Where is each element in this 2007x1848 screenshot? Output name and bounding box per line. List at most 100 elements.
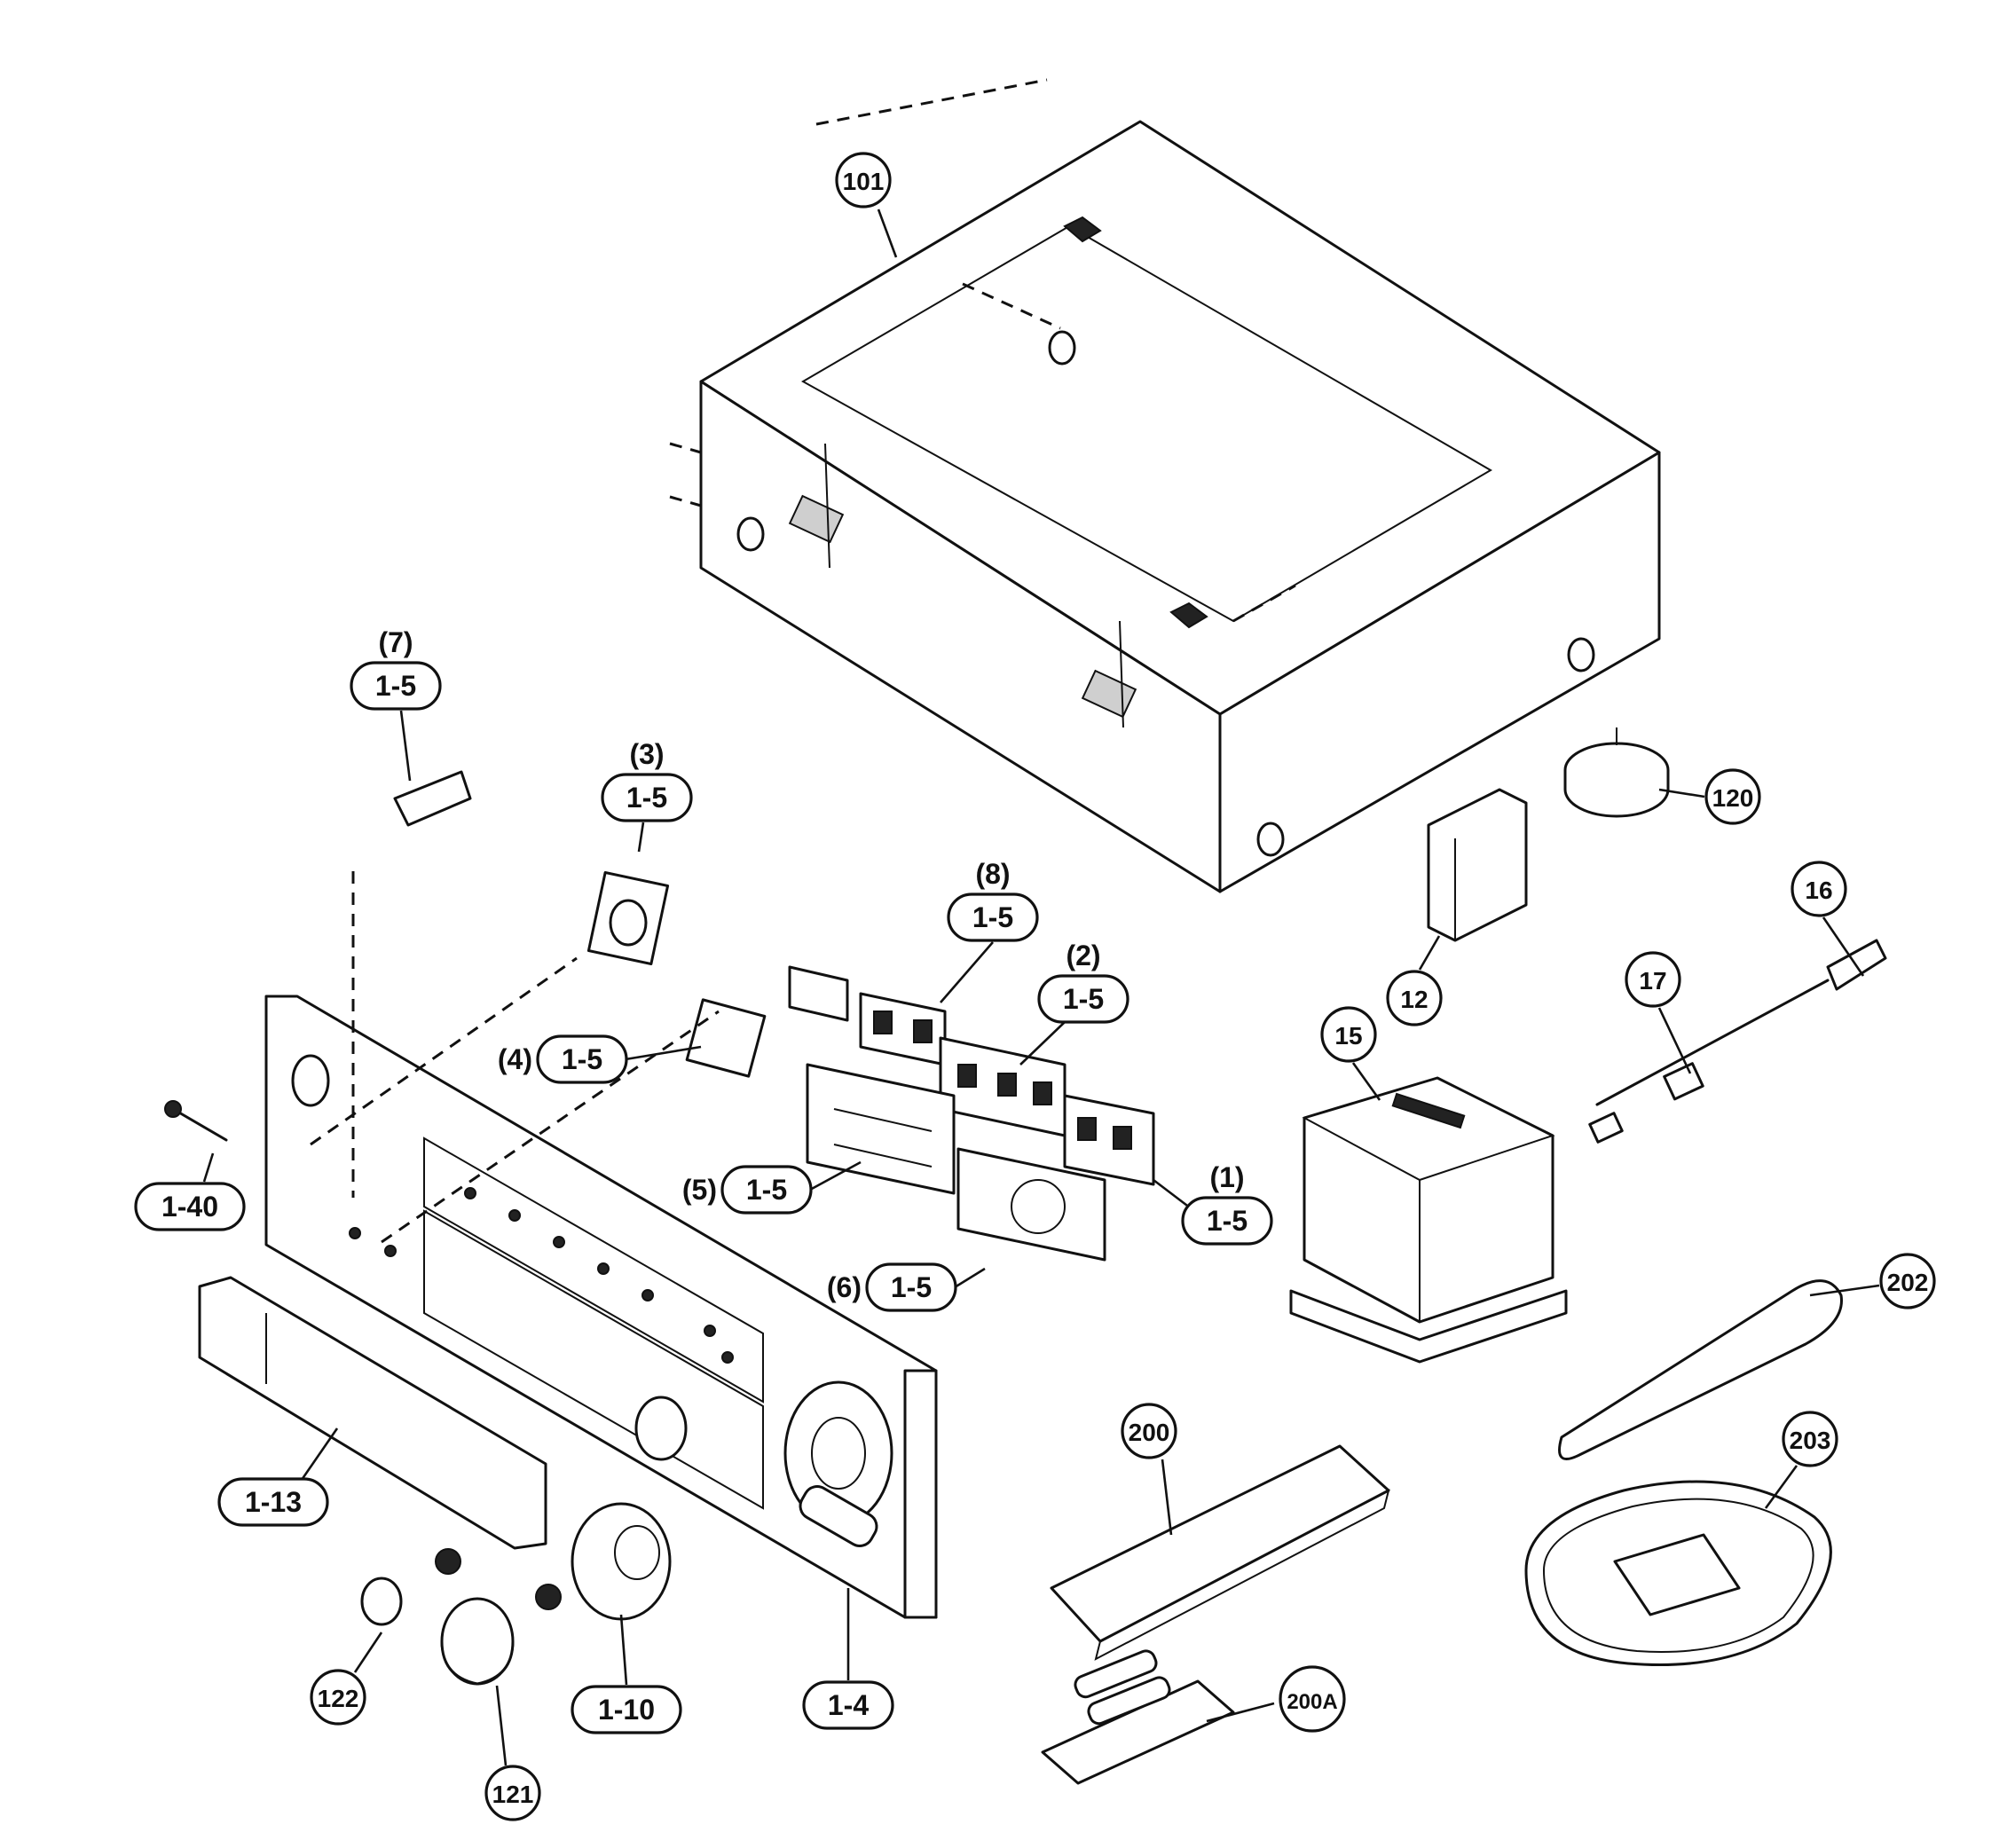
callout-c4: 1-5 (4)	[498, 1034, 628, 1084]
callout-label: 1-5	[375, 670, 416, 702]
callout-circle	[310, 1669, 366, 1726]
callout-label: 1-5	[562, 1043, 602, 1075]
pcb-part-3	[586, 870, 670, 966]
pcb-part-1	[1063, 1094, 1155, 1186]
callout-label: 1-5	[972, 901, 1013, 933]
pcb-part-8	[859, 992, 947, 1066]
pcb-part-2	[939, 1036, 1066, 1137]
leader-c202	[1809, 1284, 1880, 1297]
small-knob-b	[535, 1584, 562, 1610]
battery-cover-200A	[1041, 1649, 1235, 1785]
pcb-part-5	[806, 1063, 956, 1195]
screw-1-40	[164, 1100, 228, 1142]
callout-c120: 120	[1704, 768, 1761, 825]
leader-lines	[202, 208, 1880, 1766]
callout-circle	[1121, 1403, 1177, 1459]
callout-pill	[601, 773, 693, 822]
fm-antenna-202	[1558, 1279, 1843, 1460]
callout-label: 16	[1805, 877, 1832, 904]
callout-c3: 1-5(3)	[601, 738, 693, 822]
callout-c121: 121	[484, 1765, 541, 1821]
callout-c1-13: 1-13	[217, 1477, 329, 1527]
callout-prefix: (4)	[498, 1043, 532, 1075]
callout-prefix: (5)	[682, 1174, 717, 1206]
callout-label: 122	[318, 1685, 359, 1712]
small-board	[788, 965, 849, 1022]
callout-prefix: (3)	[629, 738, 664, 770]
transformer-15	[1289, 1076, 1568, 1364]
leader-c122	[353, 1632, 383, 1673]
callout-label: 12	[1400, 986, 1428, 1013]
remote-control-200	[1050, 1444, 1390, 1661]
callout-circle	[484, 1765, 541, 1821]
callout-label: 1-5	[626, 782, 667, 814]
callout-circle	[1704, 768, 1761, 825]
callout-pill	[134, 1182, 246, 1231]
callout-c200A: 200A	[1279, 1665, 1346, 1733]
callout-pill	[571, 1685, 682, 1734]
callout-c101: 101	[835, 152, 892, 208]
callout-pill	[720, 1165, 813, 1215]
leader-c16	[1822, 916, 1865, 977]
foot-120	[1563, 727, 1670, 818]
button-122	[360, 1577, 403, 1626]
leader-c2	[1019, 1021, 1066, 1066]
pcb-part-6	[956, 1147, 1106, 1262]
callout-pill	[217, 1477, 329, 1527]
leader-c17	[1657, 1007, 1692, 1074]
callout-prefix: (6)	[827, 1271, 862, 1303]
dial-ring-1-10	[571, 1502, 672, 1621]
callout-label: 15	[1334, 1022, 1362, 1050]
callout-c12: 12	[1386, 970, 1443, 1026]
callout-c122: 122	[310, 1669, 366, 1726]
callout-label: 1-40	[161, 1191, 218, 1223]
leader-c1-10	[619, 1614, 628, 1686]
part-callouts: 10112012161715202203200200A1221211-41-10…	[134, 152, 1936, 1821]
leader-c3	[637, 822, 645, 853]
callout-label: 1-4	[828, 1689, 869, 1721]
callout-prefix: (8)	[975, 858, 1010, 890]
callout-pill	[536, 1034, 628, 1084]
leader-c4	[625, 1045, 702, 1061]
callout-prefix: (7)	[378, 626, 413, 658]
callout-label: 200A	[1287, 1690, 1337, 1714]
top-cover-101	[669, 78, 1661, 893]
callout-c7: 1-5(7)	[350, 626, 442, 711]
callout-label: 203	[1790, 1427, 1831, 1454]
callout-c16: 16	[1791, 861, 1847, 917]
callout-pill	[1037, 974, 1129, 1024]
callout-circle	[1782, 1411, 1838, 1467]
callout-c8: 1-5(8)	[947, 858, 1039, 942]
volume-knob-121	[440, 1597, 515, 1686]
callout-prefix: (2)	[1066, 940, 1100, 971]
callout-c2: 1-5(2)	[1037, 940, 1129, 1024]
callout-circle	[1386, 970, 1443, 1026]
callout-circle	[1625, 951, 1681, 1008]
callout-c1: 1-5(1)	[1181, 1161, 1273, 1246]
small-knob-a	[435, 1548, 461, 1575]
callout-label: 101	[843, 168, 885, 195]
leader-c5	[809, 1160, 862, 1191]
callout-c5: 1-5 (5)	[682, 1165, 813, 1215]
leader-c200	[1161, 1459, 1173, 1536]
leader-c12	[1418, 935, 1441, 971]
callout-c6: 1-5 (6)	[827, 1262, 957, 1312]
callout-label: 1-5	[746, 1174, 787, 1206]
callout-label: 1-5	[1207, 1205, 1247, 1237]
leader-c1-40	[202, 1152, 215, 1183]
leader-c1-13	[300, 1427, 339, 1481]
callout-label: 1-5	[891, 1271, 932, 1303]
leader-c101	[877, 208, 898, 258]
callout-pill	[1181, 1196, 1273, 1246]
callout-c15: 15	[1320, 1006, 1377, 1063]
display-window-1-13	[198, 1276, 547, 1550]
assembly-line-3	[310, 956, 578, 1146]
front-panel-1-4	[264, 995, 938, 1619]
pcb-part-7	[393, 770, 472, 827]
pcb-part-4	[685, 998, 767, 1078]
callout-pill	[350, 661, 442, 711]
callout-prefix: (1)	[1209, 1161, 1244, 1193]
callout-label: 202	[1887, 1269, 1929, 1296]
